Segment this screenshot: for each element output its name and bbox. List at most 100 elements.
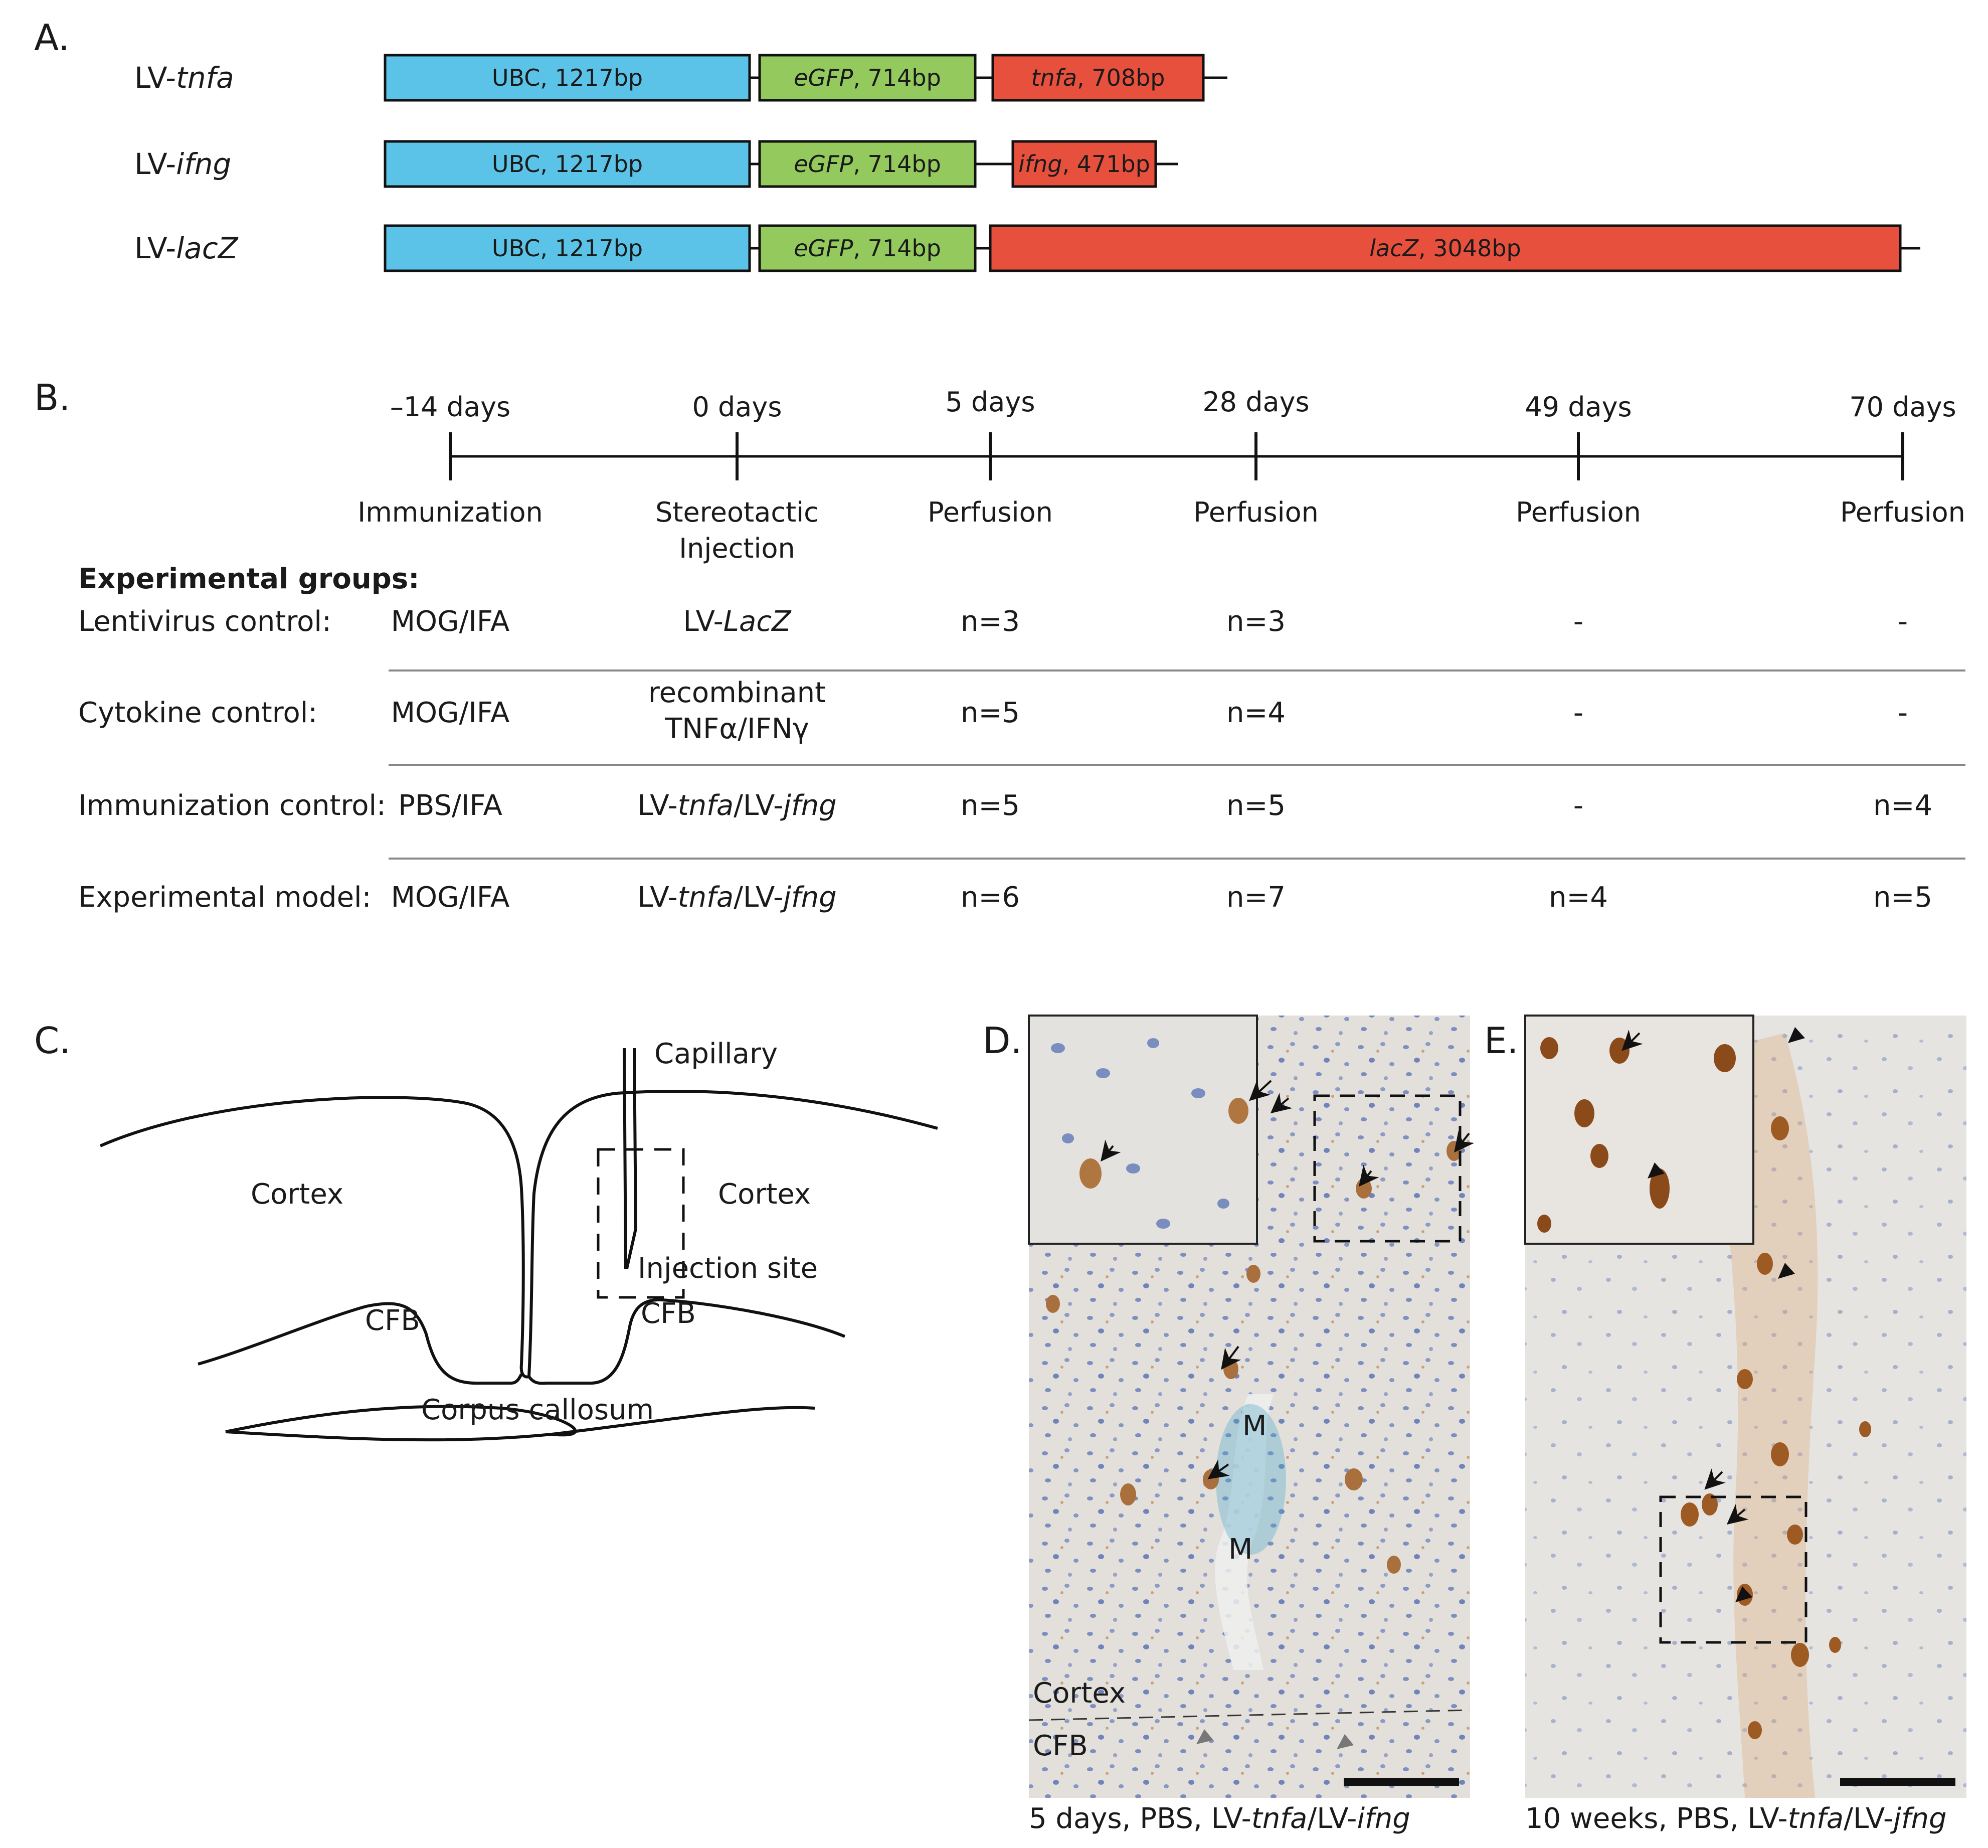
label-cortex-right: Cortex [718, 1178, 811, 1211]
cortex-cfb-boundary [1028, 1709, 1471, 1721]
arrows-e [1621, 1030, 1749, 1525]
label-injection-site: Injection site [638, 1252, 818, 1285]
inset-d-cell-1 [1079, 1158, 1102, 1189]
label-cfb-right: CFB [641, 1297, 696, 1330]
panel-e: E. 10 weeks, [1484, 1015, 1966, 1835]
promoter-segment [384, 54, 751, 102]
group-name: Cytokine control: [78, 697, 317, 729]
group-n-value: - [1898, 605, 1908, 638]
group-n-value: n=3 [961, 605, 1020, 638]
reporter-segment [758, 54, 977, 102]
timepoint-event-line2: Injection [679, 533, 795, 564]
capillary-tip [625, 1228, 637, 1269]
reporter-segment-label: eGFP, 714bp [794, 235, 941, 262]
group-n-value: n=5 [1873, 881, 1932, 914]
injection-site-box [597, 1148, 685, 1299]
panel-d: D. [983, 1015, 1475, 1835]
arrows-d [1101, 1080, 1475, 1479]
group-name: Immunization control: [78, 789, 386, 822]
reporter-segment-label: eGFP, 714bp [794, 150, 941, 178]
zoom-box-e [1659, 1495, 1808, 1644]
group-name: Experimental model: [78, 881, 371, 914]
group-immunization: PBS/IFA [398, 789, 502, 822]
transgene-segment-label: tnfa, 708bp [1031, 64, 1165, 91]
group-name: Lentivirus control: [78, 605, 331, 638]
timepoint-event: Stereotactic [655, 496, 819, 528]
group-injection: LV-LacZ [683, 605, 792, 638]
timepoint-event: Perfusion [1840, 496, 1965, 528]
timepoint-time: 0 days [692, 391, 782, 423]
corpus-callosum-outline [225, 1405, 815, 1437]
timepoint-time: –14 days [390, 391, 510, 423]
reporter-segment [758, 224, 977, 272]
label-m-upper: M [1242, 1410, 1267, 1442]
group-n-value: n=5 [961, 697, 1020, 729]
group-injection: LV-tnfa/LV-jfng [637, 881, 836, 914]
groups-heading: Experimental groups: [78, 563, 420, 595]
scale-bar-e [1840, 1778, 1955, 1786]
caption-d: 5 days, PBS, LV-tnfa/LV-ifng [1029, 1802, 1410, 1835]
group-immunization: MOG/IFA [391, 881, 510, 914]
transgene-segment [991, 54, 1205, 102]
label-cortex-left: Cortex [251, 1178, 343, 1211]
corpus-callosum-lower-outline [225, 1430, 552, 1442]
group-n-value: n=4 [1549, 881, 1608, 914]
group-n-value: n=7 [1226, 881, 1286, 914]
group-injection-line2: TNFα/IFNγ [664, 713, 809, 745]
group-n-value: n=6 [961, 881, 1020, 914]
timepoint-time: 28 days [1202, 386, 1309, 418]
cfb-left-outline [198, 1302, 523, 1385]
promoter-segment-label: UBC, 1217bp [492, 64, 643, 91]
inset-d-nuclei [1051, 1038, 1229, 1229]
transgene-segment [989, 224, 1902, 272]
cortex-surface-outline [99, 1090, 938, 1379]
group-injection-line1: recombinant [648, 677, 826, 709]
inset-d-cell-2 [1228, 1098, 1248, 1124]
group-n-value: - [1573, 789, 1583, 822]
promoter-segment [384, 224, 751, 272]
promoter-segment [384, 140, 751, 188]
panel-letter-c: C. [34, 1020, 71, 1062]
timepoint-event: Immunization [357, 496, 543, 528]
reporter-segment [758, 140, 977, 188]
group-row: Experimental model: MOG/IFA LV-tnfa/LV-jfn… [78, 881, 1932, 914]
group-n-value: n=4 [1873, 789, 1932, 822]
promoter-segment-label: UBC, 1217bp [492, 235, 643, 262]
group-n-value: - [1573, 605, 1583, 638]
experimental-groups-table: Lentivirus control: MOG/IFA LV-LacZ n=3 n=3 -… [78, 605, 1965, 914]
injection-track [1215, 1394, 1274, 1670]
transgene-segment-label: ifng, 471bp [1018, 150, 1150, 178]
label-corpus-callosum: Corpus callosum [421, 1394, 654, 1426]
reporter-segment-label: eGFP, 714bp [794, 64, 941, 91]
capillary-right-wall [633, 1048, 637, 1229]
construct-name: LV-lacZ [134, 231, 239, 265]
group-row: Cytokine control:MOG/IFArecombinantTNFα/… [78, 677, 1908, 745]
construct-name: LV-tnfa [134, 61, 234, 95]
group-n-value: - [1573, 697, 1583, 729]
label-cfb-left: CFB [365, 1304, 420, 1337]
group-n-value: n=4 [1226, 697, 1286, 729]
group-n-value: n=3 [1226, 605, 1286, 638]
arrowheads-e [1648, 1027, 1805, 1602]
capillary-left-wall [623, 1048, 627, 1269]
panel-c: C. Capillary Cortex Cortex Injection sit… [34, 1020, 938, 1442]
scale-bar-d [1344, 1778, 1459, 1786]
timepoint-time: 70 days [1849, 391, 1956, 423]
label-cfb-d: CFB [1033, 1730, 1088, 1762]
group-n-value: n=5 [961, 789, 1020, 822]
timepoint-event: Perfusion [928, 496, 1053, 528]
caption-e: 10 weeks, PBS, LV-tnfa/LV-jfng [1525, 1802, 1947, 1835]
